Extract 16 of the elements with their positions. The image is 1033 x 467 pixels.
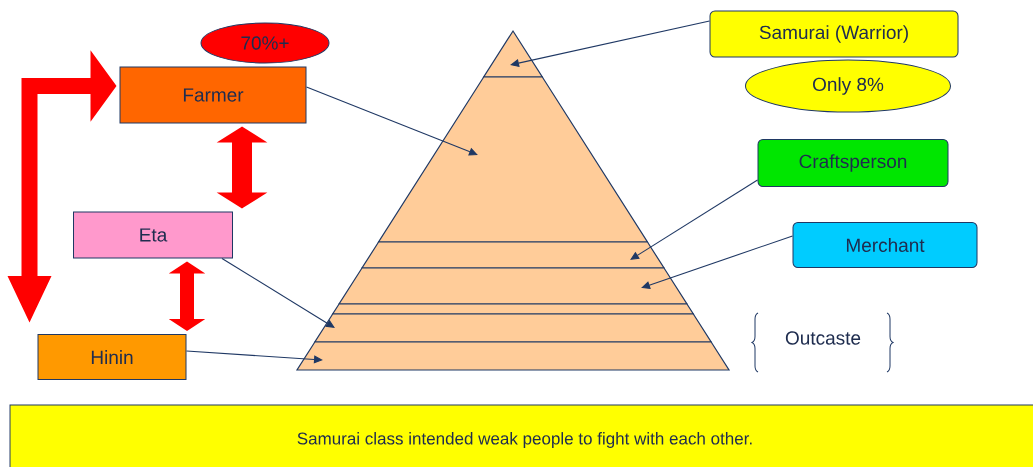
leader-arrow [185,350,323,364]
leader-arrow [641,235,794,289]
class-box: Hinin [37,334,187,380]
leader-arrow [630,179,759,260]
class-box: Samurai (Warrior) [709,10,959,58]
double-arrow [168,261,206,331]
class-box: Farmer [119,66,307,124]
caption-box: Samurai class intended weak people to fight with each other. [9,404,1033,467]
bracket-label: Outcaste [785,331,861,345]
leader-arrow [305,86,478,156]
double-arrow [216,126,268,209]
class-box: Eta [73,211,233,259]
leader-arrow [221,257,335,328]
class-box: Merchant [792,222,978,268]
leader-arrow [510,20,711,68]
class-box: Craftsperson [757,139,949,187]
